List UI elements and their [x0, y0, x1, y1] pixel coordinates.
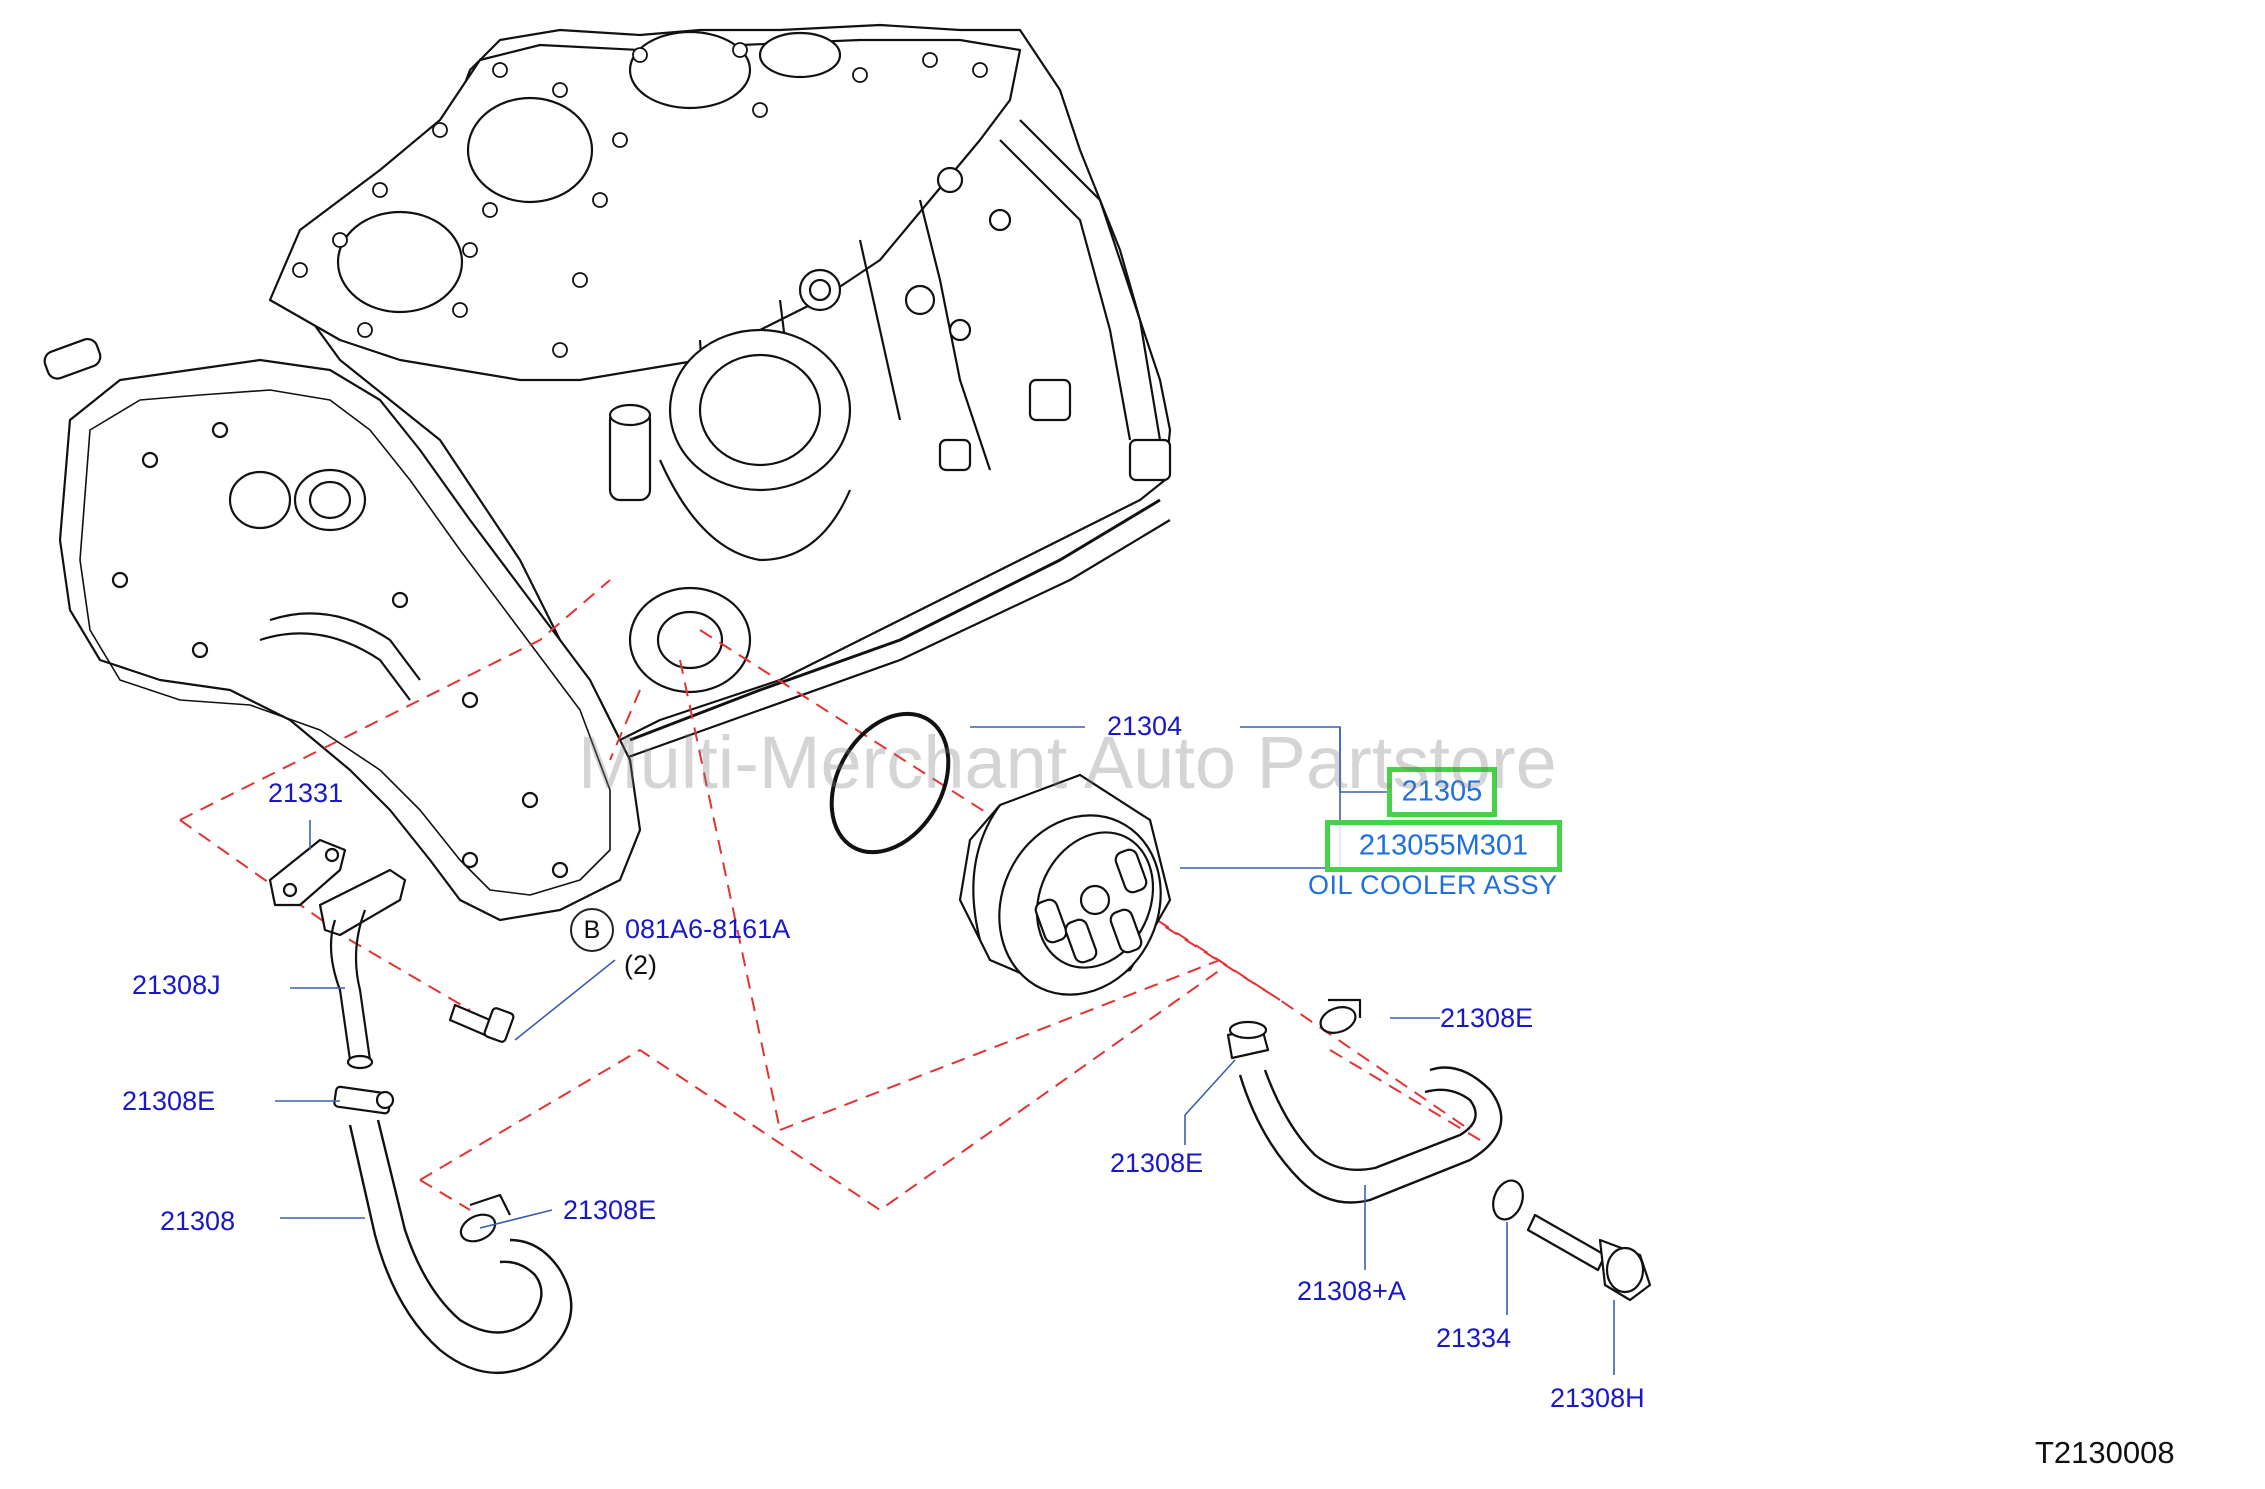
part-number-213055M301: 213055M301: [1358, 829, 1529, 862]
caption-oil-cooler-assy: OIL COOLER ASSY: [1308, 870, 1558, 900]
label-21308+A: 21308+A: [1297, 1276, 1406, 1306]
label-21308J: 21308J: [132, 970, 221, 1000]
label-qty-2: (2): [624, 950, 657, 980]
label-21308H: 21308H: [1550, 1383, 1645, 1413]
part-number-21305: 21305: [1401, 775, 1483, 808]
highlight-box-213055M301[interactable]: 213055M301: [1325, 820, 1562, 872]
label-21304: 21304: [1107, 711, 1183, 741]
oil-cooler-drawing: [958, 773, 1172, 996]
engine-block-drawing: [268, 23, 1172, 762]
label-21331: 21331: [268, 778, 344, 808]
label-21308E-left: 21308E: [122, 1086, 216, 1116]
diagram-reference-code: T2130008: [2035, 1435, 2175, 1470]
label-21334: 21334: [1436, 1323, 1512, 1353]
dashed-assembly-lines: [179, 579, 1481, 1212]
label-21308: 21308: [160, 1206, 236, 1236]
label-21308E-right: 21308E: [1440, 1003, 1534, 1033]
watermark-text: Multi-Merchant Auto Partstore: [578, 721, 1557, 804]
label-21308E-mid: 21308E: [1110, 1148, 1204, 1178]
callout-b-letter: B: [583, 916, 601, 944]
label-081A6-8161A: 081A6-8161A: [625, 914, 791, 944]
callout-b-circle: B: [570, 908, 614, 952]
right-fittings-drawing: [1226, 998, 1652, 1302]
highlight-box-21305[interactable]: 21305: [1387, 767, 1497, 817]
end-plate-drawing: [43, 337, 642, 922]
callout-leaders: [275, 726, 1615, 1375]
label-21308E-bottom: 21308E: [563, 1195, 657, 1225]
left-fittings-drawing: [268, 838, 573, 1375]
o-ring-21304: [829, 711, 951, 855]
